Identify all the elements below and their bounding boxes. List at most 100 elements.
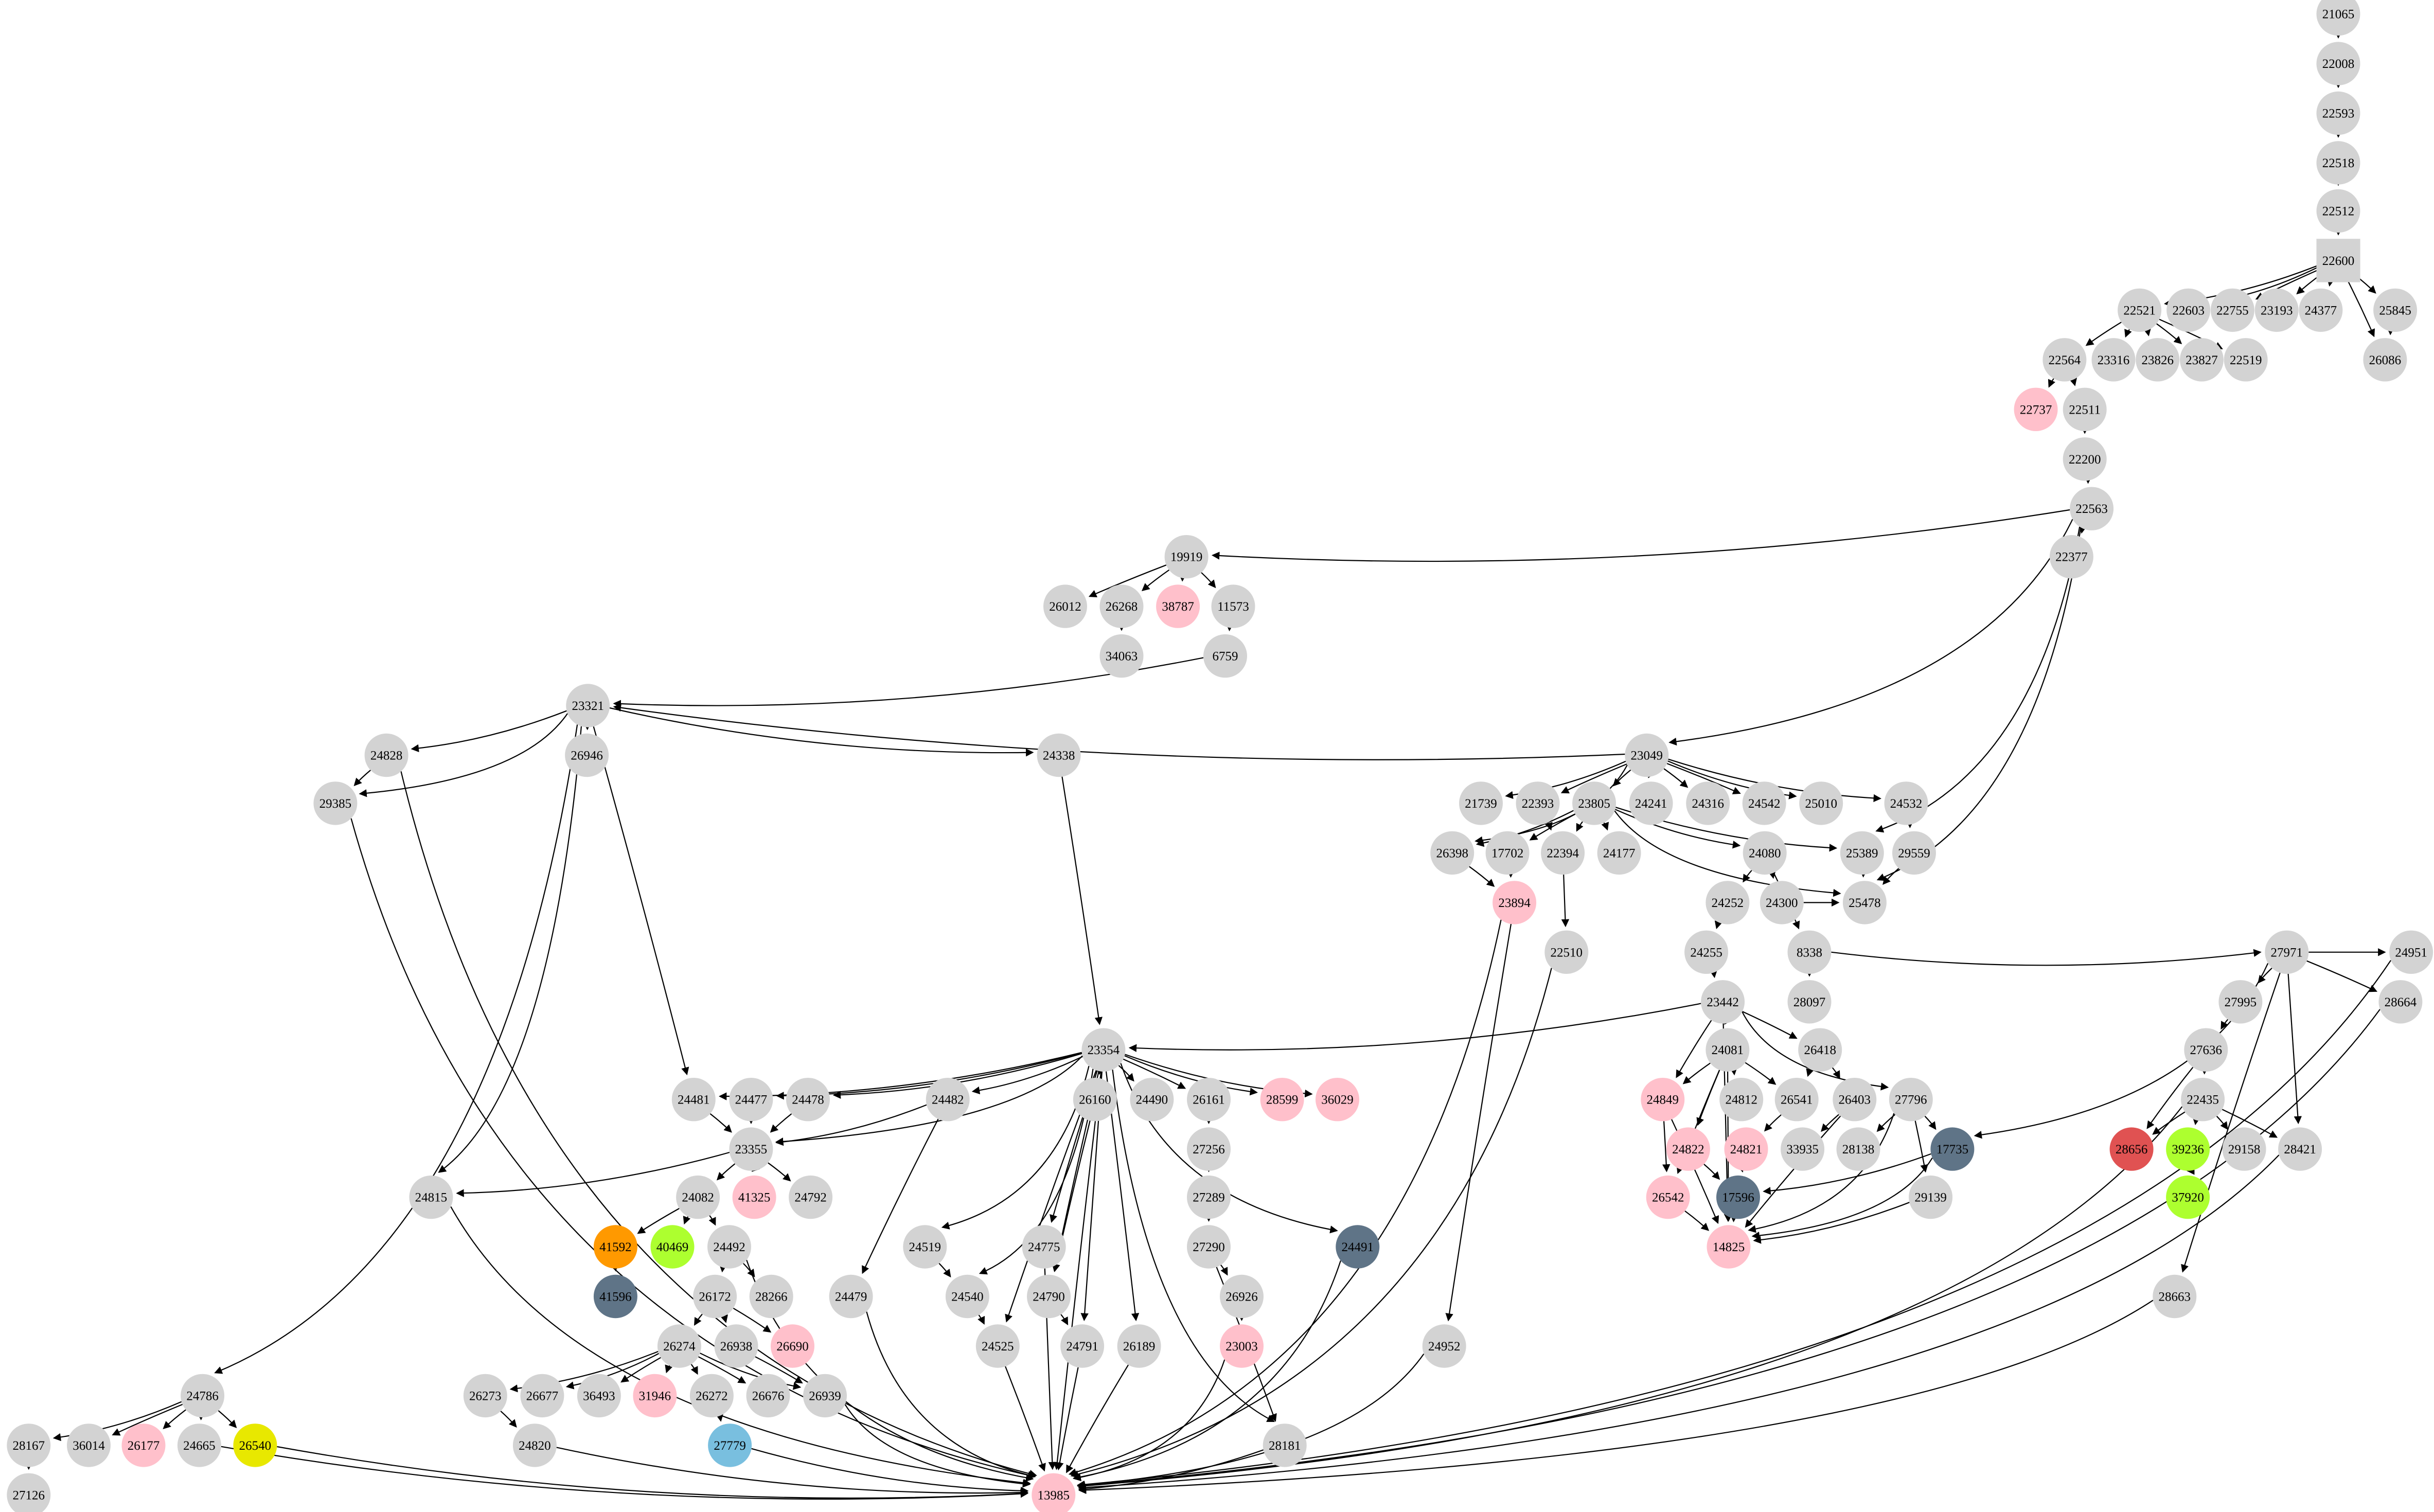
node-ellipse-24082[interactable] [676,1175,720,1219]
graph-node-25010[interactable]: 25010 [1799,781,1843,825]
graph-node-6759[interactable]: 6759 [1203,634,1247,678]
node-ellipse-26403[interactable] [1833,1078,1877,1122]
graph-node-24241[interactable]: 24241 [1629,781,1673,825]
node-ellipse-31946[interactable] [633,1374,677,1418]
node-ellipse-24338[interactable] [1037,733,1081,777]
node-ellipse-23442[interactable] [1701,980,1745,1024]
graph-node-24255[interactable]: 24255 [1684,930,1729,974]
graph-node-24491[interactable]: 24491 [1336,1225,1380,1269]
node-ellipse-24665[interactable] [177,1424,221,1467]
graph-node-26946[interactable]: 26946 [565,733,609,777]
node-ellipse-26939[interactable] [803,1374,847,1418]
graph-node-23355[interactable]: 23355 [729,1127,773,1171]
graph-node-28181[interactable]: 28181 [1263,1424,1307,1467]
graph-node-22512[interactable]: 22512 [2316,189,2360,233]
graph-node-22377[interactable]: 22377 [2049,535,2093,579]
node-ellipse-24492[interactable] [707,1225,751,1269]
node-ellipse-26177[interactable] [121,1424,166,1467]
graph-node-26012[interactable]: 26012 [1043,584,1087,628]
graph-node-24338[interactable]: 24338 [1037,733,1081,777]
graph-node-29559[interactable]: 29559 [1892,831,1936,875]
node-ellipse-24241[interactable] [1629,781,1673,825]
graph-node-22519[interactable]: 22519 [2224,338,2268,382]
node-ellipse-24532[interactable] [1884,781,1928,825]
graph-node-26939[interactable]: 26939 [803,1374,847,1418]
node-ellipse-25010[interactable] [1799,781,1843,825]
node-ellipse-27256[interactable] [1187,1127,1231,1171]
graph-node-22737[interactable]: 22737 [2014,387,2058,431]
node-ellipse-17702[interactable] [1485,831,1530,875]
node-ellipse-23321[interactable] [566,684,610,727]
node-ellipse-24525[interactable] [975,1324,1020,1368]
node-ellipse-24252[interactable] [1705,881,1750,924]
graph-node-24080[interactable]: 24080 [1743,831,1787,875]
node-ellipse-26161[interactable] [1187,1078,1231,1122]
node-ellipse-26926[interactable] [1220,1274,1264,1319]
node-ellipse-24820[interactable] [512,1424,557,1467]
node-ellipse-22755[interactable] [2210,288,2254,332]
graph-node-22200[interactable]: 22200 [2063,437,2107,481]
node-ellipse-27779[interactable] [708,1424,752,1467]
graph-node-24479[interactable]: 24479 [829,1274,873,1319]
graph-node-24828[interactable]: 24828 [364,733,408,777]
graph-node-38787[interactable]: 38787 [1156,584,1200,628]
graph-node-23049[interactable]: 23049 [1625,733,1669,777]
node-ellipse-24477[interactable] [729,1078,773,1122]
graph-node-28097[interactable]: 28097 [1787,980,1832,1024]
graph-node-27126[interactable]: 27126 [7,1473,51,1512]
node-ellipse-27971[interactable] [2265,930,2309,974]
node-ellipse-23805[interactable] [1572,781,1616,825]
node-ellipse-26690[interactable] [771,1324,814,1368]
graph-node-24177[interactable]: 24177 [1597,831,1641,875]
node-ellipse-41592[interactable] [593,1225,637,1269]
node-ellipse-24300[interactable] [1760,881,1804,924]
node-ellipse-26273[interactable] [463,1374,507,1418]
node-ellipse-28421[interactable] [2278,1127,2322,1171]
node-ellipse-24478[interactable] [786,1078,830,1122]
graph-node-24482[interactable]: 24482 [926,1078,970,1122]
node-ellipse-27636[interactable] [2184,1028,2228,1072]
graph-node-24786[interactable]: 24786 [181,1374,225,1418]
node-ellipse-22393[interactable] [1516,781,1560,825]
node-ellipse-28181[interactable] [1263,1424,1307,1467]
node-ellipse-39236[interactable] [2166,1127,2210,1171]
node-ellipse-24177[interactable] [1597,831,1641,875]
node-ellipse-26938[interactable] [714,1324,758,1368]
node-ellipse-22563[interactable] [2070,487,2114,530]
node-ellipse-23049[interactable] [1625,733,1669,777]
node-ellipse-22510[interactable] [1544,930,1589,974]
graph-node-26403[interactable]: 26403 [1833,1078,1877,1122]
node-ellipse-28167[interactable] [7,1424,51,1467]
node-ellipse-28656[interactable] [2109,1127,2154,1171]
graph-node-24081[interactable]: 24081 [1705,1028,1750,1072]
graph-node-24790[interactable]: 24790 [1027,1274,1071,1319]
graph-node-24252[interactable]: 24252 [1705,881,1750,924]
graph-node-24791[interactable]: 24791 [1060,1324,1105,1368]
graph-node-29139[interactable]: 29139 [1909,1175,1953,1219]
graph-node-24820[interactable]: 24820 [512,1424,557,1467]
graph-node-21739[interactable]: 21739 [1459,781,1503,825]
node-ellipse-26540[interactable] [233,1424,277,1467]
graph-node-28599[interactable]: 28599 [1260,1078,1304,1122]
node-ellipse-29158[interactable] [2222,1127,2266,1171]
graph-node-22518[interactable]: 22518 [2316,141,2360,185]
node-ellipse-26676[interactable] [746,1374,790,1418]
graph-node-26690[interactable]: 26690 [771,1324,814,1368]
graph-node-26542[interactable]: 26542 [1646,1175,1690,1219]
node-ellipse-24792[interactable] [789,1175,833,1219]
node-ellipse-41596[interactable] [593,1274,637,1319]
graph-node-22435[interactable]: 22435 [2181,1078,2225,1122]
graph-node-26938[interactable]: 26938 [714,1324,758,1368]
graph-node-27796[interactable]: 27796 [1889,1078,1933,1122]
graph-node-22510[interactable]: 22510 [1544,930,1589,974]
graph-node-26677[interactable]: 26677 [520,1374,564,1418]
graph-node-26161[interactable]: 26161 [1187,1078,1231,1122]
graph-node-24665[interactable]: 24665 [177,1424,221,1467]
node-ellipse-29385[interactable] [313,781,358,825]
node-ellipse-29139[interactable] [1909,1175,1953,1219]
graph-node-24952[interactable]: 24952 [1422,1324,1466,1368]
node-ellipse-27290[interactable] [1187,1225,1231,1269]
graph-node-22603[interactable]: 22603 [2166,288,2211,332]
node-ellipse-26274[interactable] [657,1324,701,1368]
node-ellipse-6759[interactable] [1203,634,1247,678]
